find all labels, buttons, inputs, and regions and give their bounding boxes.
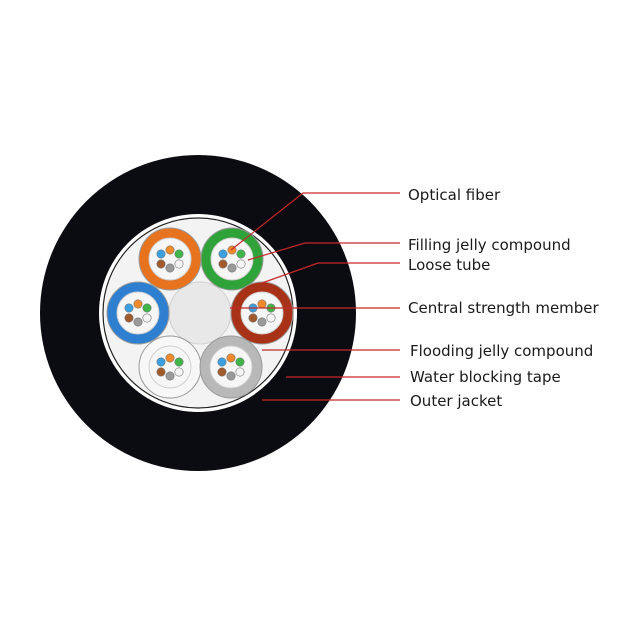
optical-fiber bbox=[236, 249, 246, 259]
leader-filling-jelly bbox=[247, 242, 400, 261]
optical-fiber bbox=[236, 259, 246, 269]
optical-fiber bbox=[156, 249, 166, 259]
optical-fiber bbox=[235, 357, 245, 367]
optical-fiber bbox=[217, 357, 227, 367]
tube-red-filling-jelly bbox=[240, 291, 284, 335]
optical-fiber bbox=[174, 357, 184, 367]
optical-fiber bbox=[133, 317, 143, 327]
tube-green bbox=[200, 227, 264, 291]
optical-fiber bbox=[124, 303, 134, 313]
leader-lines bbox=[230, 192, 400, 401]
optical-fiber bbox=[174, 249, 184, 259]
optical-fiber bbox=[257, 317, 267, 327]
optical-fiber bbox=[165, 353, 175, 363]
label-outer-jacket: Outer jacket bbox=[410, 392, 503, 410]
tube-blue-filling-jelly bbox=[116, 291, 160, 335]
optical-fiber bbox=[227, 263, 237, 273]
label-flooding-jelly-compound: Flooding jelly compound bbox=[410, 342, 594, 360]
tube-white bbox=[138, 335, 202, 399]
loose-tubes-group bbox=[106, 227, 294, 399]
optical-fiber bbox=[165, 245, 175, 255]
optical-fiber bbox=[217, 367, 227, 377]
optical-fiber bbox=[156, 259, 166, 269]
optical-fiber bbox=[235, 367, 245, 377]
tube-orange-filling-jelly bbox=[148, 237, 192, 281]
tube-orange bbox=[138, 227, 202, 291]
central-strength-member bbox=[168, 281, 232, 345]
tube-gray-filling-jelly bbox=[209, 345, 253, 389]
optical-fiber bbox=[257, 299, 267, 309]
optical-fiber bbox=[165, 371, 175, 381]
optical-fiber bbox=[165, 263, 175, 273]
label-optical-fiber: Optical fiber bbox=[408, 186, 501, 204]
tube-red bbox=[230, 281, 294, 345]
optical-fiber bbox=[142, 313, 152, 323]
optical-fiber bbox=[142, 303, 152, 313]
leader-loose-tube bbox=[261, 262, 400, 284]
optical-fiber bbox=[218, 259, 228, 269]
optical-fiber bbox=[226, 353, 236, 363]
optical-fiber bbox=[156, 367, 166, 377]
optical-fiber bbox=[266, 313, 276, 323]
optical-fiber bbox=[133, 299, 143, 309]
tube-blue bbox=[106, 281, 170, 345]
optical-fiber bbox=[124, 313, 134, 323]
optical-fiber bbox=[248, 313, 258, 323]
label-loose-tube: Loose tube bbox=[408, 256, 491, 274]
label-central-strength-member: Central strength member bbox=[408, 299, 599, 317]
optical-fiber bbox=[174, 259, 184, 269]
tube-white-filling-jelly bbox=[148, 345, 192, 389]
tube-gray bbox=[199, 335, 263, 399]
label-water-blocking-tape: Water blocking tape bbox=[410, 368, 561, 386]
optical-fiber bbox=[174, 367, 184, 377]
optical-fiber bbox=[156, 357, 166, 367]
tube-green-filling-jelly bbox=[210, 237, 254, 281]
leader-optical-fiber bbox=[230, 192, 400, 251]
label-filling-jelly-compound: Filling jelly compound bbox=[408, 236, 571, 254]
optical-fiber bbox=[226, 371, 236, 381]
optical-fiber bbox=[218, 249, 228, 259]
